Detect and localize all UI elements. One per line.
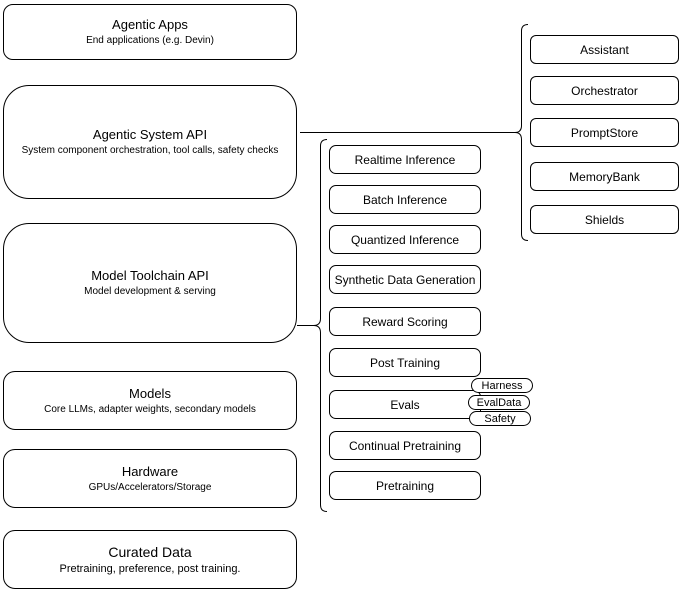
toolchain-item-label: Quantized Inference [350, 232, 460, 247]
toolchain-item-label: Synthetic Data Generation [334, 272, 476, 287]
toolchain-item-evals: Evals [329, 390, 481, 419]
box-agentic-apps: Agentic Apps End applications (e.g. Devi… [3, 4, 297, 60]
system-component-label: Assistant [580, 42, 629, 57]
system-component-label: Shields [584, 212, 625, 227]
eval-tag-harness: Harness [471, 378, 533, 393]
eval-tag-safety: Safety [469, 411, 531, 426]
box-subtitle: Pretraining, preference, post training. [59, 562, 241, 575]
toolchain-item-continual-pretraining: Continual Pretraining [329, 431, 481, 460]
system-component-promptstore: PromptStore [530, 118, 679, 147]
box-subtitle: System component orchestration, tool cal… [21, 145, 279, 156]
eval-tag-label: Safety [484, 412, 516, 425]
system-component-shields: Shields [530, 205, 679, 234]
toolchain-item-label: Continual Pretraining [348, 438, 462, 453]
toolchain-item-label: Pretraining [375, 478, 435, 493]
eval-tag-label: EvalData [476, 396, 522, 409]
system-component-assistant: Assistant [530, 35, 679, 64]
system-component-orchestrator: Orchestrator [530, 76, 679, 105]
toolchain-item-pretraining: Pretraining [329, 471, 481, 500]
box-curated-data: Curated Data Pretraining, preference, po… [3, 530, 297, 589]
toolchain-item-batch-inference: Batch Inference [329, 185, 481, 214]
toolchain-item-reward-scoring: Reward Scoring [329, 307, 481, 336]
eval-tag-evaldata: EvalData [468, 395, 530, 410]
box-agentic-system-api: Agentic System API System component orch… [3, 85, 297, 199]
toolchain-item-label: Evals [390, 397, 420, 412]
system-component-label: Orchestrator [571, 83, 638, 98]
box-title: Hardware [121, 463, 179, 479]
box-subtitle: End applications (e.g. Devin) [86, 35, 214, 46]
box-hardware: Hardware GPUs/Accelerators/Storage [3, 449, 297, 508]
system-component-memorybank: MemoryBank [530, 162, 679, 191]
toolchain-item-quantized-inference: Quantized Inference [329, 225, 481, 254]
box-subtitle: Core LLMs, adapter weights, secondary mo… [44, 403, 256, 415]
box-title: Model Toolchain API [91, 268, 209, 283]
toolchain-item-label: Batch Inference [362, 192, 448, 207]
box-subtitle: GPUs/Accelerators/Storage [88, 481, 212, 493]
eval-tag-label: Harness [481, 379, 523, 392]
toolchain-item-synthetic-data-generation: Synthetic Data Generation [329, 265, 481, 294]
toolchain-item-label: Reward Scoring [362, 314, 448, 329]
system-components-brace [514, 24, 529, 241]
box-title: Curated Data [108, 543, 192, 560]
box-title: Agentic System API [92, 127, 208, 142]
box-title: Agentic Apps [112, 17, 188, 32]
toolchain-item-post-training: Post Training [329, 348, 481, 377]
box-subtitle: Model development & serving [84, 286, 216, 297]
toolchain-item-label: Realtime Inference [354, 152, 456, 167]
toolchain-item-label: Post Training [369, 355, 441, 370]
system-component-label: MemoryBank [569, 169, 640, 184]
toolchain-item-realtime-inference: Realtime Inference [329, 145, 481, 174]
box-title: Models [129, 385, 171, 401]
system-component-label: PromptStore [570, 125, 639, 140]
box-models: Models Core LLMs, adapter weights, secon… [3, 371, 297, 430]
box-model-toolchain-api: Model Toolchain API Model development & … [3, 223, 297, 343]
toolchain-brace [313, 139, 328, 512]
